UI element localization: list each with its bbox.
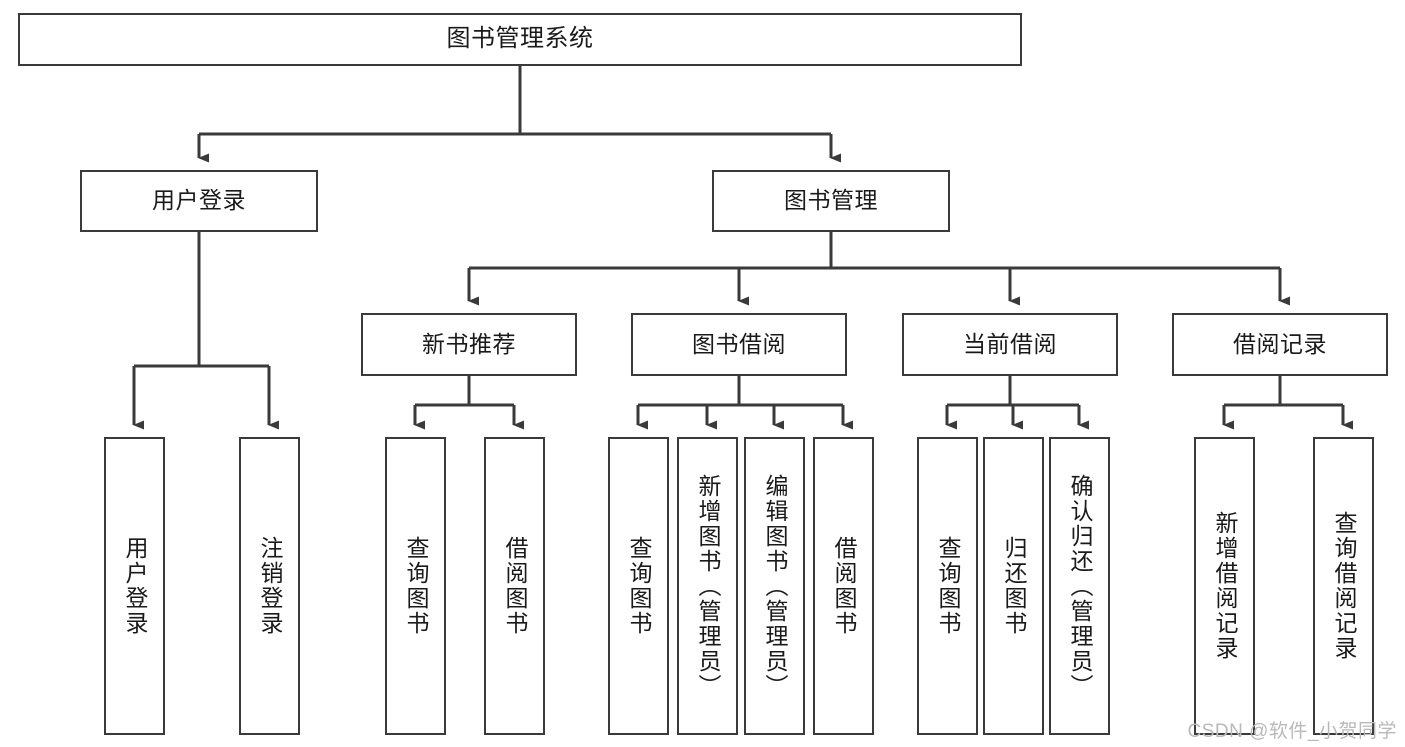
watermark: CSDN @软件_小贺同学 bbox=[1187, 721, 1397, 742]
node-label: 当前借阅 bbox=[963, 330, 1057, 357]
node-book-borrow[interactable]: 图书借阅 bbox=[631, 313, 847, 376]
node-current-borrow[interactable]: 当前借阅 bbox=[902, 313, 1118, 376]
node-label: 图书管理 bbox=[784, 187, 878, 214]
leaf-user-login[interactable]: 用户登录 bbox=[104, 437, 165, 735]
node-label: 查询图书 bbox=[935, 536, 961, 636]
node-user-login[interactable]: 用户登录 bbox=[80, 170, 318, 232]
node-label: 新书推荐 bbox=[422, 330, 516, 357]
leaf-borrow-book[interactable]: 借阅图书 bbox=[813, 437, 874, 735]
node-label: 注销登录 bbox=[257, 536, 283, 636]
leaf-query-book-current[interactable]: 查询图书 bbox=[917, 437, 978, 735]
leaf-query-book-borrow[interactable]: 查询图书 bbox=[608, 437, 669, 735]
leaf-return-book[interactable]: 归还图书 bbox=[983, 437, 1044, 735]
node-label: 查询图书 bbox=[626, 536, 652, 636]
node-label: 图书管理系统 bbox=[446, 25, 594, 53]
node-borrow-record[interactable]: 借阅记录 bbox=[1172, 313, 1388, 376]
node-label: 借阅图书 bbox=[831, 536, 857, 636]
node-label: 新增借阅记录 bbox=[1212, 511, 1238, 661]
leaf-borrow-book-recommend[interactable]: 借阅图书 bbox=[484, 437, 545, 735]
leaf-edit-book-admin[interactable]: 编辑图书（管理员） bbox=[744, 437, 805, 735]
node-label: 新增图书（管理员） bbox=[695, 473, 721, 699]
node-label: 确认归还（管理员） bbox=[1067, 473, 1093, 699]
node-label: 用户登录 bbox=[152, 187, 246, 214]
node-label: 归还图书 bbox=[1001, 536, 1027, 636]
node-label: 查询借阅记录 bbox=[1331, 511, 1357, 661]
node-new-book-recommend[interactable]: 新书推荐 bbox=[361, 313, 577, 376]
leaf-add-borrow-record[interactable]: 新增借阅记录 bbox=[1194, 437, 1255, 735]
leaf-add-book-admin[interactable]: 新增图书（管理员） bbox=[677, 437, 738, 735]
leaf-logout[interactable]: 注销登录 bbox=[239, 437, 300, 735]
node-label: 借阅记录 bbox=[1233, 330, 1327, 357]
node-book-management[interactable]: 图书管理 bbox=[712, 170, 950, 232]
node-label: 用户登录 bbox=[122, 536, 148, 636]
node-root-system[interactable]: 图书管理系统 bbox=[18, 13, 1022, 66]
node-label: 借阅图书 bbox=[502, 536, 528, 636]
node-label: 查询图书 bbox=[403, 536, 429, 636]
leaf-query-borrow-record[interactable]: 查询借阅记录 bbox=[1313, 437, 1374, 735]
node-label: 编辑图书（管理员） bbox=[762, 473, 788, 699]
node-label: 图书借阅 bbox=[692, 330, 786, 357]
leaf-confirm-return-admin[interactable]: 确认归还（管理员） bbox=[1049, 437, 1110, 735]
leaf-query-book-recommend[interactable]: 查询图书 bbox=[385, 437, 446, 735]
